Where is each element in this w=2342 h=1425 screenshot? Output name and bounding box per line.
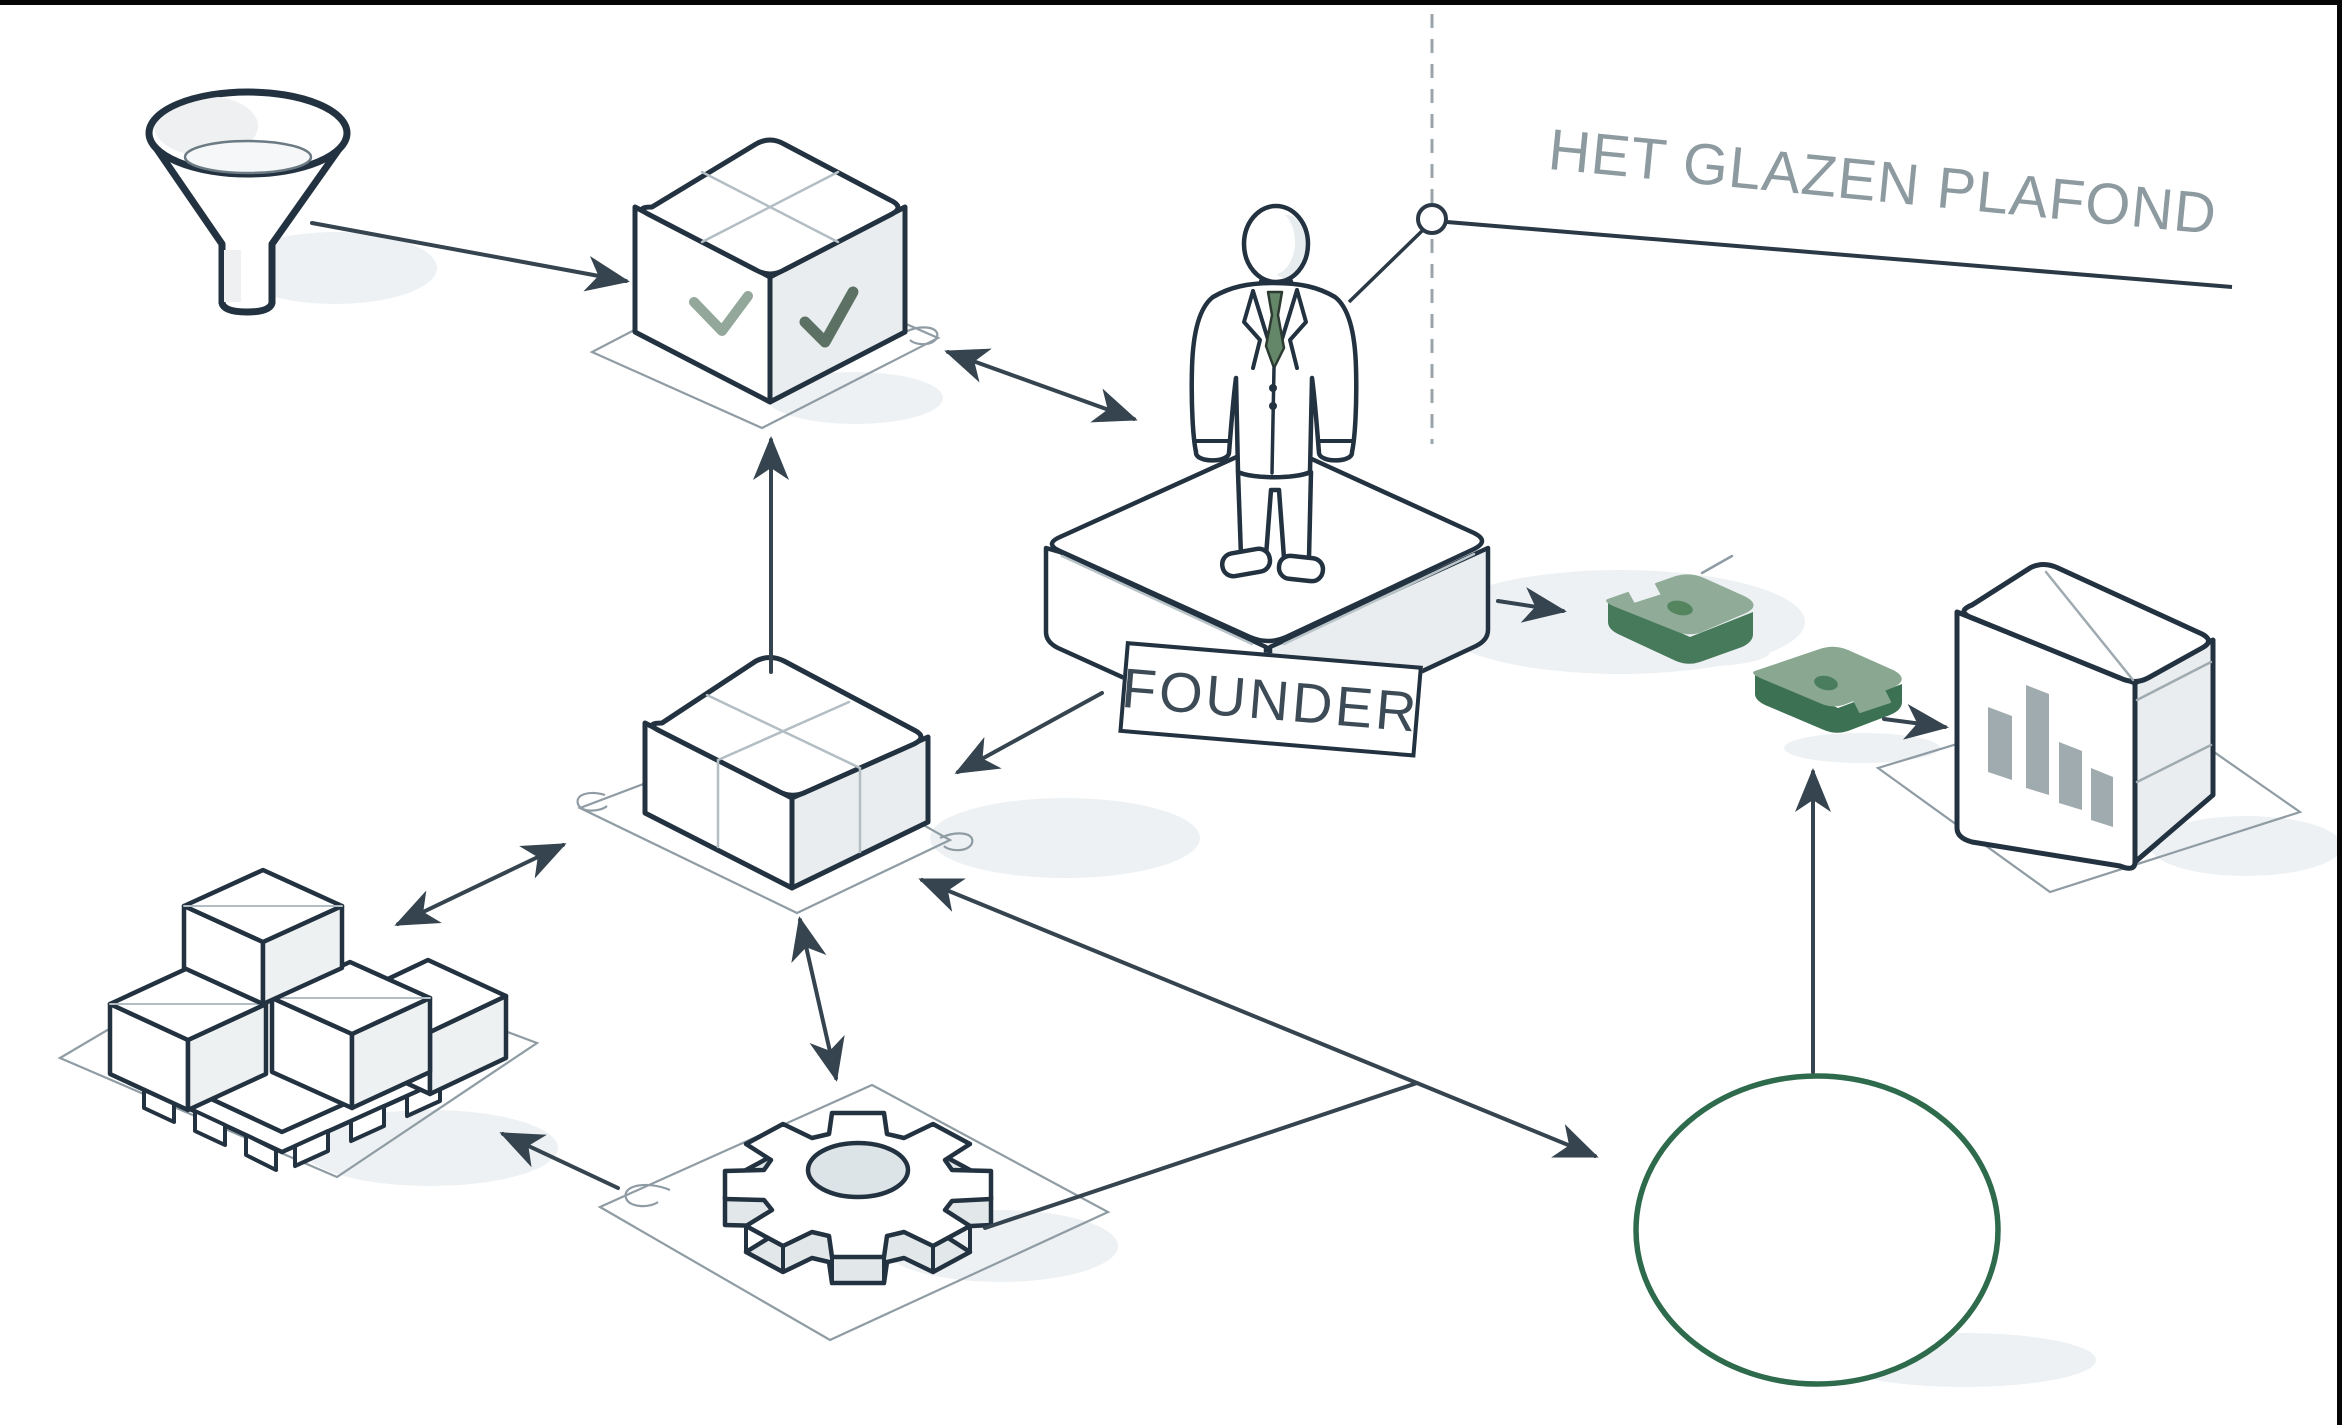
gear-icon: [722, 1110, 994, 1286]
businessman-icon: [1189, 203, 1359, 584]
arrow-cube-founder: [944, 348, 1138, 423]
bar-3: [2059, 742, 2082, 810]
glass-ceiling-group: [1347, 14, 2233, 444]
package-cube-icon: [642, 655, 931, 891]
arrow-founder-to-module: [954, 691, 1104, 774]
lapel-left: [1242, 289, 1262, 370]
gear-hole: [805, 1140, 911, 1200]
node-to-shoulder-line: [1347, 228, 1425, 304]
platform-bevel-lines: [1060, 552, 1476, 646]
box-top: [181, 867, 345, 1007]
bar-1: [1988, 707, 2012, 780]
check-right-icon: [799, 286, 859, 348]
funnel-icon: [145, 88, 351, 316]
gear-edge-lines: [723, 1197, 993, 1285]
check-left-icon: [689, 291, 753, 336]
piece-1-hole: [1667, 600, 1693, 616]
arrow-module-gear: [791, 916, 845, 1082]
puzzle-piece-1: [1606, 574, 1754, 664]
arrow-founder-to-puzzle: [1496, 587, 1567, 623]
puzzle-pieces-icon: [1606, 554, 1902, 733]
pallet-boxes-icon: [107, 867, 509, 1172]
lapel-right: [1288, 288, 1308, 370]
bar-4: [2091, 768, 2113, 827]
arrow-funnel-to-cube: [310, 221, 630, 292]
puzzle-piece-2: [1753, 646, 1902, 733]
founder-label: FOUNDER: [1119, 655, 1422, 744]
arrow-module-ellipse: [918, 878, 1599, 1158]
arrow-gear-to-pallet: [499, 1132, 620, 1190]
tie-icon: [1264, 290, 1286, 370]
branch-to-gear-platform: [983, 1081, 1419, 1230]
shoe-right: [1276, 553, 1326, 584]
shoe-left: [1219, 546, 1273, 579]
piece-2-hole: [1814, 675, 1838, 691]
cube-top-grid: [700, 170, 840, 244]
frame-right-edge: [2337, 0, 2342, 1425]
connectors: [310, 221, 1949, 1230]
chart-cube-lines: [2044, 570, 2213, 784]
frame-top-edge: [0, 0, 2342, 5]
glass-ceiling-line: [1446, 220, 2233, 289]
arrow-module-pallet: [394, 843, 567, 926]
checkbox-cube-icon: [632, 137, 908, 405]
ellipse-icon: [1633, 1073, 2001, 1387]
arrow-puzzle-to-chart: [1882, 703, 1949, 740]
module-top-grid: [705, 693, 862, 854]
ceiling-node-circle: [1416, 203, 1448, 235]
bar-chart-bars: [1988, 685, 2113, 827]
tick-mark: [1700, 554, 1734, 575]
bar-chart-cube-icon: [1954, 562, 2216, 871]
bar-2: [2026, 685, 2049, 795]
jacket-opening: [1270, 366, 1276, 475]
